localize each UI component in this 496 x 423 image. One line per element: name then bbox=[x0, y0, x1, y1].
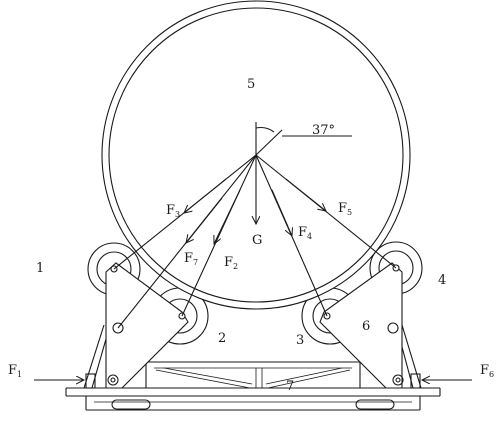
angle-indicator: 37° bbox=[255, 122, 352, 156]
label-f2: F2 bbox=[224, 255, 238, 271]
left-link-plate bbox=[105, 262, 189, 389]
label-f5: F5 bbox=[338, 201, 352, 217]
angle-label: 37° bbox=[312, 123, 335, 138]
force-f6: F6 bbox=[422, 363, 494, 380]
right-link-plate-6 bbox=[319, 262, 404, 389]
arrow-f3 bbox=[184, 178, 227, 213]
arrow-f5 bbox=[285, 178, 326, 211]
label-g: G bbox=[252, 233, 262, 248]
part-6: 6 bbox=[362, 319, 370, 334]
right-stop-block bbox=[410, 373, 421, 389]
arrow-f4 bbox=[271, 189, 292, 236]
part-3: 3 bbox=[296, 333, 304, 348]
part-2: 2 bbox=[218, 331, 226, 346]
label-f7: F7 bbox=[184, 251, 198, 267]
svg-text:F6: F6 bbox=[480, 363, 494, 379]
part-4: 4 bbox=[438, 273, 446, 288]
force-f1: F1 bbox=[8, 363, 84, 380]
svg-text:F1: F1 bbox=[8, 363, 22, 379]
label-f4: F4 bbox=[298, 225, 312, 241]
label-f3: F3 bbox=[166, 203, 180, 219]
part-7: 7 bbox=[286, 379, 294, 394]
force-arrows bbox=[184, 155, 326, 244]
arrow-f2 bbox=[214, 189, 241, 244]
part-5: 5 bbox=[247, 77, 255, 92]
left-stop-block bbox=[85, 373, 96, 389]
arrow-f7 bbox=[186, 197, 223, 243]
part-1: 1 bbox=[36, 261, 44, 276]
